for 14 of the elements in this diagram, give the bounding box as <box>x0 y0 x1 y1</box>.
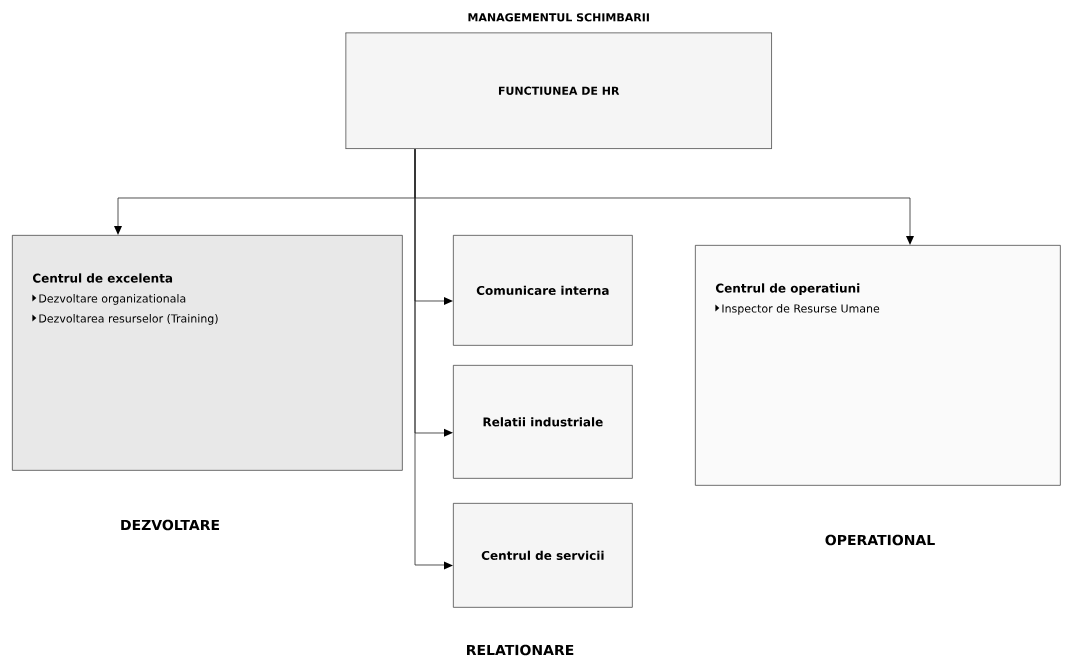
process-box: Centrul de operatiuni Inspector de Resurse Umane <box>695 245 1061 486</box>
group-label: DEZVOLTARE <box>121 519 220 531</box>
bullet-text: Inspector de Resurse Umane <box>722 304 880 315</box>
process-box: Centrul de servicii <box>453 503 633 608</box>
heading: MANAGEMENTUL SCHIMBARII <box>468 13 649 22</box>
process-box: Comunicare interna <box>453 235 633 346</box>
arrow <box>414 148 453 570</box>
process-box: Centrul de excelenta Dezvoltare organizationala Dezvoltarea resurselor (Training) <box>12 235 403 471</box>
group-label: RELATIONARE <box>467 644 574 656</box>
bullet-text: Dezvoltarea resurselor (Training) <box>39 314 218 325</box>
process-box: Relatii industriale <box>453 365 633 479</box>
group-label: OPERATIONAL <box>825 534 935 546</box>
box-title: FUNCTIUNEA DE HR <box>345 32 773 149</box>
bullet-text: Dezvoltare organizationala <box>39 294 186 305</box>
